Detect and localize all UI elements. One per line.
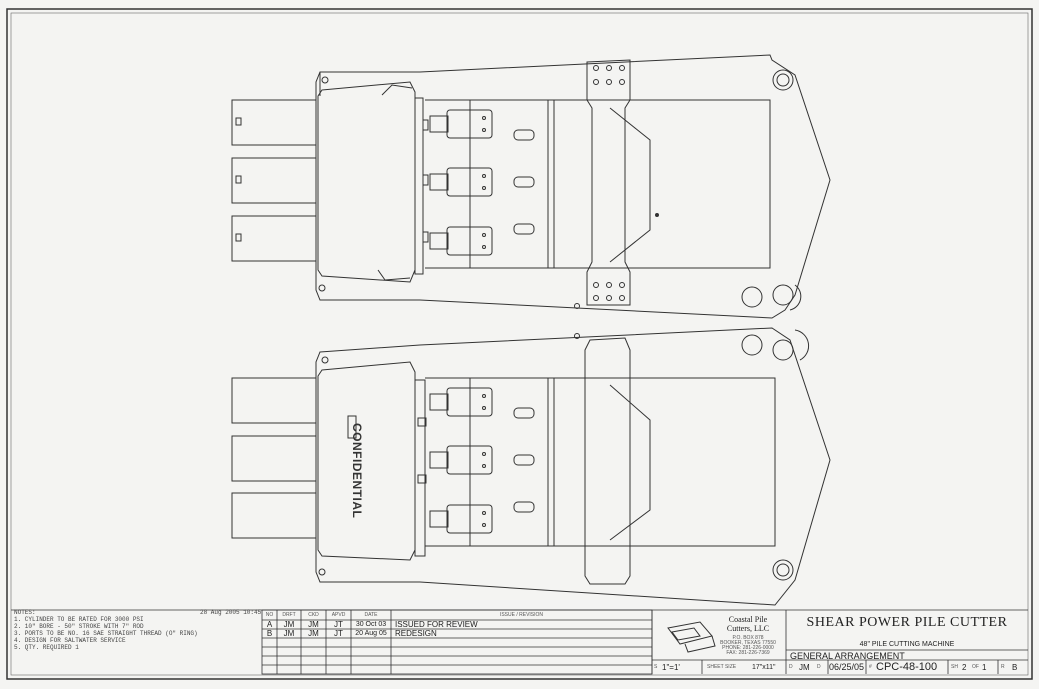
- sheet-inner-border: [10, 12, 1029, 676]
- sheet-size-label: SHEET SIZE: [707, 664, 737, 670]
- sheet-of-value: 1: [982, 663, 987, 672]
- notes-header: NOTES:: [14, 609, 36, 616]
- rev-header-drft: DRFT: [282, 612, 296, 618]
- rev-row-a-issue: ISSUED FOR REVIEW: [395, 620, 478, 629]
- rev-row-a-date: 30 Oct 03: [355, 621, 387, 628]
- rev-row-a-apvd: JT: [334, 620, 343, 629]
- rev-row-a-ckd: JM: [308, 620, 319, 629]
- drawn-by-value: JM: [799, 663, 810, 672]
- note-1: 1. CYLINDER TO BE RATED FOR 3000 PSI: [14, 616, 144, 623]
- sheet-size-value: 17"x11": [752, 664, 776, 671]
- note-4: 4. DESIGN FOR SALTWATER SERVICE: [14, 637, 126, 644]
- company-logo: [667, 621, 716, 653]
- note-5: 5. QTY. REQUIRED 1: [14, 644, 79, 651]
- drawn-label: D: [789, 664, 793, 670]
- company-address-2: BOOKER, TEXAS 77550: [720, 640, 776, 646]
- title-block-frame: [11, 609, 1028, 675]
- company-address-4: FAX: 281-226-7369: [726, 650, 770, 656]
- general-notes: NOTES: 1. CYLINDER TO BE RATED FOR 3000 …: [14, 610, 198, 652]
- sheet-label: SH: [951, 664, 958, 670]
- confidential-stamp: CONFIDENTIAL: [350, 423, 364, 519]
- rev-header-date: DATE: [364, 612, 378, 618]
- note-3: 3. PORTS TO BE NO. 16 SAE STRAIGHT THREA…: [14, 630, 198, 637]
- note-2: 2. 10" BORE - 50" STROKE WITH 7" ROD: [14, 623, 144, 630]
- rev-row-b-no: B: [266, 629, 273, 638]
- rev-row-b-date: 20 Aug 05: [355, 630, 387, 637]
- rev-row-b-issue: REDESIGN: [395, 629, 437, 638]
- rev-header-ckd: CKD: [308, 612, 319, 618]
- rev-row-b-apvd: JT: [334, 629, 343, 638]
- sheet-border: [6, 8, 1033, 680]
- rev-header-apvd: APVD: [331, 612, 346, 618]
- drawing-title: SHEAR POWER PILE CUTTER: [806, 615, 1008, 630]
- rev-row-a-drft: JM: [283, 620, 295, 629]
- company-address-1: P.O. BOX 878: [732, 635, 764, 641]
- date-value: 06/25/05: [829, 662, 865, 672]
- drawing-number-label: #: [869, 664, 872, 670]
- rev-row-b-drft: JM: [283, 629, 295, 638]
- scale-value: 1"=1': [662, 663, 680, 672]
- rev-row-b-ckd: JM: [308, 629, 319, 638]
- company-address-3: PHONE: 281-226-0000: [722, 645, 774, 651]
- rev-header-no: NO: [265, 612, 274, 618]
- drawing-description: GENERAL ARRANGEMENT: [790, 651, 905, 661]
- drawing-number: CPC-48-100: [876, 661, 938, 673]
- company-name-line2: Cutters, LLC: [726, 624, 770, 633]
- sheet-of-label: OF: [972, 664, 979, 670]
- scale-label: S: [654, 664, 658, 670]
- date-label: D: [817, 664, 821, 670]
- drawing-subtitle: 48" PILE CUTTING MACHINE: [859, 641, 955, 648]
- rev-header-issue: ISSUE / REVISION: [499, 612, 544, 618]
- revision-label: R: [1001, 664, 1005, 670]
- company-name-line1: Coastal Pile: [728, 615, 768, 624]
- revision-value: B: [1012, 663, 1018, 672]
- plot-timestamp: 28 Aug 2005 10:45: [200, 609, 262, 616]
- rev-row-a-no: A: [266, 620, 273, 629]
- top-machine-view: [231, 54, 831, 319]
- bottom-machine-view: [231, 327, 831, 606]
- sheet-number: 2: [962, 663, 967, 672]
